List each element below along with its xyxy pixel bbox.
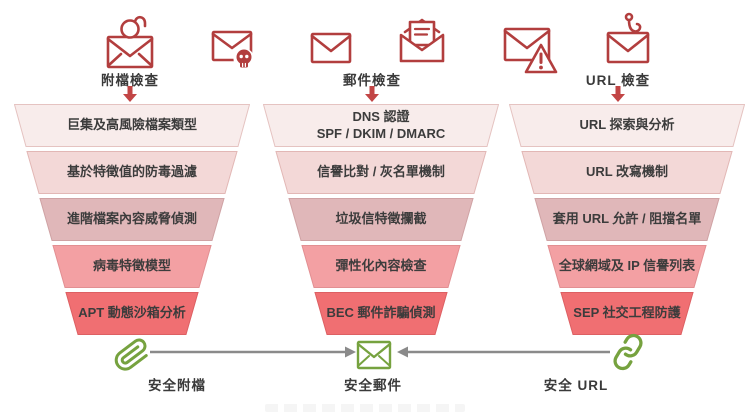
link-icon — [610, 333, 646, 375]
funnel-segment: URL 改寫機制 — [509, 151, 745, 194]
funnel-segment: 巨集及高風險檔案類型 — [14, 104, 250, 147]
funnel-segment-label: 基於特徵值的防毒過濾 — [66, 164, 197, 180]
funnel-segment-label: BEC 郵件詐騙偵測 — [326, 305, 436, 321]
funnel-segment: 進階檔案內容威脅偵測 — [14, 198, 250, 241]
funnel-title-attachment: 附檔檢查 — [101, 73, 159, 88]
funnel-segment: 基於特徵值的防毒過濾 — [14, 151, 250, 194]
funnel-segment: 全球網域及 IP 信譽列表 — [509, 245, 745, 288]
funnel-segment-label: URL 改寫機制 — [585, 164, 669, 180]
funnel-attachment: 巨集及高風險檔案類型 基於特徵值的防毒過濾 進階檔案內容威脅偵測 病毒特徵模型 … — [14, 104, 250, 339]
down-arrow-icon — [365, 86, 379, 102]
funnel-segment: SEP 社交工程防護 — [509, 292, 745, 335]
funnel-segment-label: 病毒特徵模型 — [92, 258, 171, 274]
funnel-segment-label: 套用 URL 允許 / 阻擋名單 — [552, 211, 702, 227]
funnel-segment-label: DNS 認證 — [352, 109, 410, 125]
footer-label-safe-url: 安全 URL — [543, 378, 609, 393]
funnel-segment-label: 垃圾信特徵攔截 — [335, 211, 427, 227]
funnel-segment-label: 彈性化內容檢查 — [335, 258, 427, 274]
funnel-title-mail: 郵件檢查 — [343, 73, 401, 88]
footer-label-safe-mail: 安全郵件 — [344, 378, 402, 393]
funnel-segment: 彈性化內容檢查 — [263, 245, 499, 288]
envelope-warning-icon — [503, 26, 559, 81]
funnel-segment-label: URL 探索與分析 — [579, 117, 675, 133]
funnel-segment: 信譽比對 / 灰名單機制 — [263, 151, 499, 194]
funnel-segment: 垃圾信特徵攔截 — [263, 198, 499, 241]
funnel-segment: URL 探索與分析 — [509, 104, 745, 147]
envelope-hook-icon — [605, 12, 651, 69]
down-arrow-icon — [611, 86, 625, 102]
funnel-segment-label: 信譽比對 / 灰名單機制 — [317, 164, 445, 180]
funnel-segment-label: 巨集及高風險檔案類型 — [66, 117, 197, 133]
envelope-open-letter-icon — [397, 18, 447, 69]
arrow-left-icon — [397, 345, 610, 363]
funnel-segment-label: APT 動態沙箱分析 — [78, 305, 186, 321]
funnel-url: URL 探索與分析 URL 改寫機制 套用 URL 允許 / 阻擋名單 全球網域… — [509, 104, 745, 339]
footer-label-safe-attachment: 安全附檔 — [148, 378, 206, 393]
envelope-closed-icon — [310, 32, 352, 69]
paperclip-icon — [114, 337, 150, 378]
funnel-segment: BEC 郵件詐騙偵測 — [263, 292, 499, 335]
envelope-skull-icon — [211, 28, 257, 77]
funnel-title-url: URL 檢查 — [585, 73, 651, 88]
arrow-right-icon — [150, 345, 356, 363]
cutoff-caption — [265, 404, 465, 412]
funnel-segment: 病毒特徵模型 — [14, 245, 250, 288]
envelope-unlocked-icon — [105, 14, 155, 75]
funnel-segment: 套用 URL 允許 / 阻擋名單 — [509, 198, 745, 241]
funnel-segment-label: 進階檔案內容威脅偵測 — [66, 211, 197, 227]
funnel-segment: APT 動態沙箱分析 — [14, 292, 250, 335]
funnel-segment-label: SEP 社交工程防護 — [573, 305, 681, 321]
envelope-icon — [356, 340, 392, 375]
down-arrow-icon — [123, 86, 137, 102]
funnel-segment-label: 全球網域及 IP 信譽列表 — [558, 258, 696, 274]
